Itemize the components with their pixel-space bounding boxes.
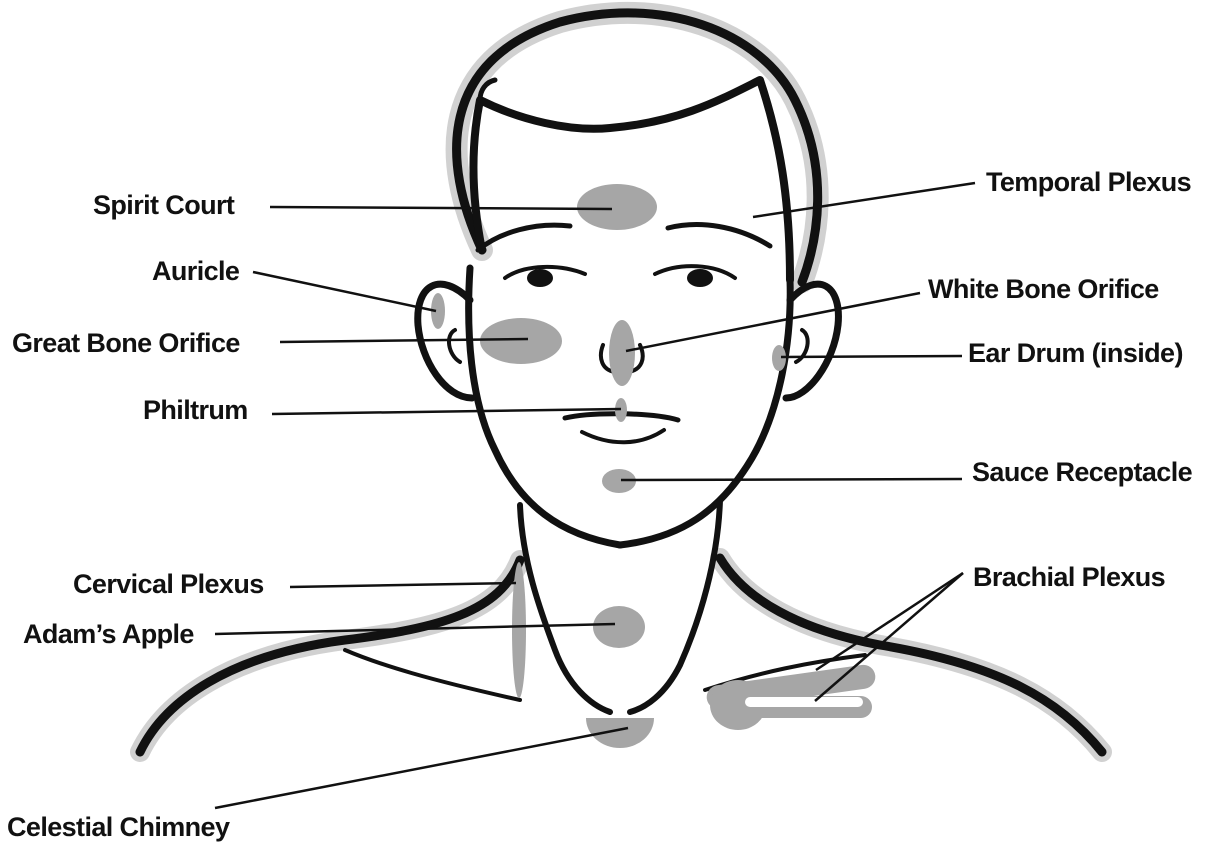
temporal-plexus-label: Temporal Plexus — [986, 167, 1191, 197]
left-ear-inner — [449, 330, 460, 362]
cervical-plexus-leader — [290, 583, 516, 587]
right-ear-outline — [786, 284, 838, 398]
sauce-receptacle-leader — [621, 479, 962, 480]
great-bone-orifice-label: Great Bone Orifice — [12, 328, 240, 358]
ear-drum-label: Ear Drum (inside) — [968, 338, 1183, 368]
philtrum-leader — [272, 409, 621, 414]
hairline — [474, 80, 791, 280]
spirit-court-label: Spirit Court — [93, 190, 235, 220]
great-bone-orifice-marker — [480, 318, 562, 364]
lower-lip — [582, 430, 664, 442]
cervical-plexus-label: Cervical Plexus — [73, 569, 264, 599]
right-pupil — [687, 269, 713, 287]
brachial-plexus-label: Brachial Plexus — [973, 562, 1165, 592]
brachial-plexus-marker-gap — [745, 697, 863, 707]
adams-apple-marker — [593, 606, 645, 648]
celestial-chimney-leader — [215, 728, 628, 808]
left-collarbone — [345, 650, 520, 700]
auricle-leader — [253, 272, 436, 311]
white-bone-orifice-marker — [609, 320, 635, 386]
auricle-label: Auricle — [152, 256, 240, 286]
ear-drum-leader — [781, 356, 962, 357]
spirit-court-leader — [270, 207, 612, 209]
face-left-contour — [469, 268, 620, 545]
right-eyebrow — [668, 225, 770, 246]
left-pupil — [527, 269, 553, 287]
philtrum-label: Philtrum — [143, 395, 248, 425]
white-bone-orifice-label: White Bone Orifice — [928, 274, 1159, 304]
neck-left — [520, 505, 610, 712]
spirit-court-marker — [577, 184, 657, 230]
celestial-chimney-label: Celestial Chimney — [7, 812, 230, 842]
white-bone-orifice-leader — [626, 293, 920, 351]
sauce-receptacle-label: Sauce Receptacle — [972, 457, 1193, 487]
adams-apple-label: Adam’s Apple — [23, 619, 194, 649]
